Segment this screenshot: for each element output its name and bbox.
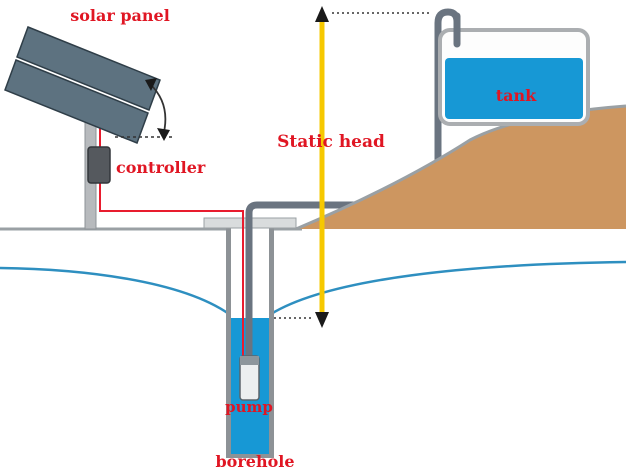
pump-cap [240, 356, 259, 365]
controller-box [87, 146, 111, 184]
water-table-line [0, 260, 626, 316]
hill [296, 106, 626, 229]
tilt-arc-arrowhead-bottom [157, 128, 170, 141]
static-head-label: Static head [277, 132, 385, 152]
controller-label: controller [116, 158, 206, 177]
borehole-casing-right [269, 222, 274, 458]
tank-water [445, 58, 583, 119]
solar-panel-label: solar panel [70, 6, 170, 25]
solar-panel-upper [16, 26, 161, 111]
tank-label: tank [496, 86, 537, 105]
solar-panel-assembly [4, 26, 175, 230]
solar-panel-lower [4, 59, 149, 144]
tilt-angle-arc [149, 83, 167, 133]
tank [438, 28, 590, 126]
static-head-arrowhead-bottom [315, 312, 329, 328]
borehole-casing-bottom [226, 454, 274, 458]
borehole-label: borehole [215, 452, 294, 471]
pump [239, 355, 260, 401]
static-head-arrowhead-top [315, 6, 329, 22]
tilt-arc-arrowhead-top [145, 78, 157, 91]
pump-label: pump [225, 398, 273, 416]
borehole-casing-left [226, 222, 231, 458]
static-head-arrow [315, 6, 329, 328]
